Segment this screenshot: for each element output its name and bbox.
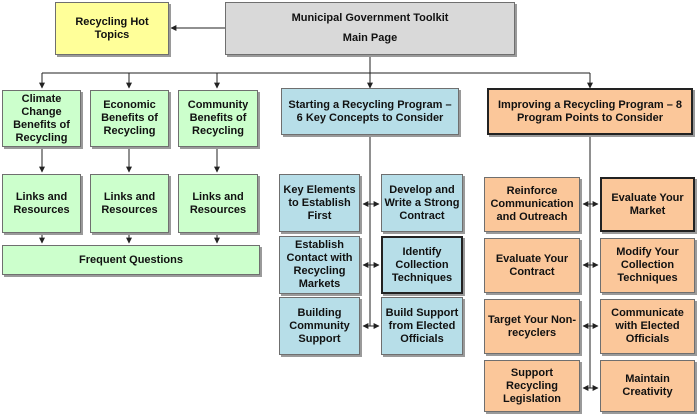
economic-benefits-box[interactable]: Economic Benefits of Recycling [90,90,169,147]
concept-recycling-markets[interactable]: Establish Contact with Recycling Markets [279,236,360,294]
concept-label: Build Support from Elected Officials [385,306,459,345]
improving-program-title: Improving a Recycling Program – 8 Progra… [497,98,682,124]
point-label: Evaluate Your Market [611,191,684,217]
point-label: Communicate with Elected Officials [611,307,684,345]
point-label: Support Recycling Legislation [502,366,562,405]
point-communicate-officials[interactable]: Communicate with Elected Officials [600,299,695,354]
starting-program-title: Starting a Recycling Program – 6 Key Con… [288,98,452,124]
links-resources-box-3[interactable]: Links and Resources [178,174,258,233]
concept-elected-officials[interactable]: Build Support from Elected Officials [381,297,463,355]
point-evaluate-contract[interactable]: Evaluate Your Contract [484,238,580,293]
point-label: Maintain Creativity [622,373,673,398]
point-evaluate-market[interactable]: Evaluate Your Market [600,177,695,232]
concept-label: Key Elements to Establish First [283,183,356,222]
economic-benefits-label: Economic Benefits of Recycling [101,99,158,137]
frequent-questions-label: Frequent Questions [79,253,183,266]
hot-topics-box[interactable]: Recycling Hot Topics [55,2,169,55]
links-resources-label: Links and Resources [101,190,158,216]
concept-label: Building Community Support [289,306,350,345]
concept-label: Establish Contact with Recycling Markets [286,239,353,290]
point-maintain-creativity[interactable]: Maintain Creativity [600,360,695,412]
point-label: Evaluate Your Contract [495,252,569,278]
point-modify-collection[interactable]: Modify Your Collection Techniques [600,238,695,293]
main-page-title: Municipal Government Toolkit [291,12,449,24]
main-page-box[interactable]: Municipal Government Toolkit Main Page [225,2,515,55]
concept-key-elements[interactable]: Key Elements to Establish First [279,174,360,232]
community-benefits-box[interactable]: Community Benefits of Recycling [178,90,258,147]
point-label: Reinforce Communication and Outreach [490,185,574,223]
links-resources-label: Links and Resources [189,190,247,216]
point-label: Target Your Non-recyclers [488,313,576,339]
concept-community-support[interactable]: Building Community Support [279,297,360,355]
links-resources-label: Links and Resources [13,190,70,216]
concept-strong-contract[interactable]: Develop and Write a Strong Contract [381,174,463,232]
climate-benefits-box[interactable]: Climate Change Benefits of Recycling [2,90,81,147]
hot-topics-label: Recycling Hot Topics [75,15,149,41]
concept-collection-techniques[interactable]: Identify Collection Techniques [381,236,463,294]
frequent-questions-box[interactable]: Frequent Questions [2,245,260,275]
concept-label: Identify Collection Techniques [391,245,453,284]
links-resources-box-2[interactable]: Links and Resources [90,174,169,233]
community-benefits-label: Community Benefits of Recycling [187,99,249,137]
improving-program-box[interactable]: Improving a Recycling Program – 8 Progra… [487,88,693,135]
links-resources-box-1[interactable]: Links and Resources [2,174,81,233]
starting-program-box[interactable]: Starting a Recycling Program – 6 Key Con… [281,88,459,135]
point-target-nonrecyclers[interactable]: Target Your Non-recyclers [484,299,580,354]
main-page-subtitle: Main Page [342,32,398,44]
point-reinforce-communication[interactable]: Reinforce Communication and Outreach [484,177,580,232]
climate-benefits-label: Climate Change Benefits of Recycling [13,92,70,144]
concept-label: Develop and Write a Strong Contract [384,183,460,222]
point-label: Modify Your Collection Techniques [616,246,679,284]
point-support-legislation[interactable]: Support Recycling Legislation [484,360,580,412]
